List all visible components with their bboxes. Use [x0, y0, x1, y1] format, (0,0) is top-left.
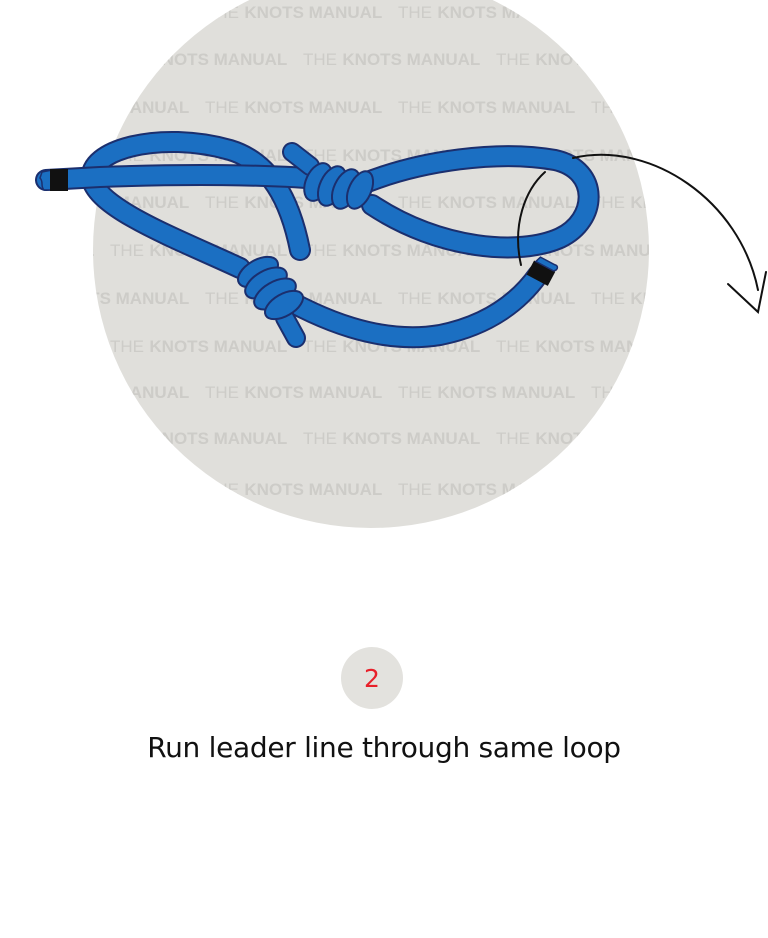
svg-text:THE KNOTS MANUAL: THE KNOTS MANUAL — [689, 50, 768, 70]
svg-text:THE KNOTS MANUAL: THE KNOTS MANUAL — [591, 193, 768, 213]
svg-text:THE KNOTS MANUAL: THE KNOTS MANUAL — [110, 50, 287, 70]
svg-text:THE KNOTS MANUAL: THE KNOTS MANUAL — [12, 480, 189, 500]
rope — [35, 130, 600, 349]
svg-text:THE KNOTS MANUAL: THE KNOTS MANUAL — [689, 146, 768, 166]
svg-text:THE KNOTS MANUAL: THE KNOTS MANUAL — [0, 146, 94, 166]
svg-text:THE KNOTS MANUAL: THE KNOTS MANUAL — [591, 98, 768, 118]
svg-text:THE KNOTS MANUAL: THE KNOTS MANUAL — [591, 289, 768, 309]
step-instruction: Run leader line through same loop — [147, 731, 621, 764]
svg-text:THE KNOTS MANUAL: THE KNOTS MANUAL — [0, 241, 94, 261]
svg-text:THE KNOTS MANUAL: THE KNOTS MANUAL — [12, 98, 189, 118]
lower-knot-wraps — [237, 255, 304, 321]
svg-text:THE KNOTS MANUAL: THE KNOTS MANUAL — [205, 98, 382, 118]
svg-text:THE KNOTS MANUAL: THE KNOTS MANUAL — [0, 50, 94, 70]
svg-text:THE KNOTS MANUAL: THE KNOTS MANUAL — [398, 480, 575, 500]
svg-text:THE KNOTS MANUAL: THE KNOTS MANUAL — [303, 50, 480, 70]
svg-text:THE KNOTS MANUAL: THE KNOTS MANUAL — [591, 383, 768, 403]
svg-text:THE KNOTS MANUAL: THE KNOTS MANUAL — [0, 337, 94, 357]
svg-text:THE KNOTS MANUAL: THE KNOTS MANUAL — [398, 3, 575, 23]
svg-text:THE KNOTS MANUAL: THE KNOTS MANUAL — [496, 429, 673, 449]
svg-text:THE KNOTS MANUAL: THE KNOTS MANUAL — [205, 480, 382, 500]
upper-knot-wraps — [303, 162, 375, 210]
background-circle — [93, 0, 649, 528]
svg-text:THE KNOTS MANUAL: THE KNOTS MANUAL — [591, 480, 768, 500]
left-rope-tip — [39, 169, 68, 191]
knot-illustration: THE KNOTS MANUAL THE KNOTS MANUAL THE KN… — [0, 0, 768, 528]
step-number: 2 — [364, 663, 380, 693]
svg-text:THE KNOTS MANUAL: THE KNOTS MANUAL — [496, 337, 673, 357]
svg-text:THE KNOTS MANUAL: THE KNOTS MANUAL — [12, 3, 189, 23]
direction-arrow-icon — [517, 153, 767, 314]
svg-text:THE KNOTS MANUAL: THE KNOTS MANUAL — [398, 289, 575, 309]
svg-text:THE KNOTS MANUAL: THE KNOTS MANUAL — [689, 429, 768, 449]
knot-diagram: THE KNOTS MANUAL THE KNOTS MANUAL THE KN… — [0, 0, 768, 528]
svg-text:THE KNOTS MANUAL: THE KNOTS MANUAL — [398, 98, 575, 118]
step-number-badge: 2 — [341, 647, 403, 709]
svg-text:THE KNOTS MANUAL: THE KNOTS MANUAL — [205, 383, 382, 403]
svg-text:THE KNOTS MANUAL: THE KNOTS MANUAL — [110, 429, 287, 449]
svg-text:THE KNOTS MANUAL: THE KNOTS MANUAL — [110, 337, 287, 357]
svg-text:THE KNOTS MANUAL: THE KNOTS MANUAL — [398, 383, 575, 403]
svg-text:THE KNOTS MANUAL: THE KNOTS MANUAL — [591, 3, 768, 23]
svg-text:THE KNOTS MANUAL: THE KNOTS MANUAL — [689, 337, 768, 357]
svg-text:THE KNOTS MANUAL: THE KNOTS MANUAL — [0, 429, 94, 449]
svg-text:THE KNOTS MANUAL: THE KNOTS MANUAL — [303, 429, 480, 449]
svg-text:THE KNOTS MANUAL: THE KNOTS MANUAL — [398, 193, 575, 213]
right-rope-tip — [526, 256, 559, 286]
svg-text:THE KNOTS MANUAL: THE KNOTS MANUAL — [12, 383, 189, 403]
svg-text:THE KNOTS MANUAL: THE KNOTS MANUAL — [689, 241, 768, 261]
svg-text:THE KNOTS MANUAL: THE KNOTS MANUAL — [496, 50, 673, 70]
svg-text:THE KNOTS MANUAL: THE KNOTS MANUAL — [12, 289, 189, 309]
svg-text:THE KNOTS MANUAL: THE KNOTS MANUAL — [205, 3, 382, 23]
